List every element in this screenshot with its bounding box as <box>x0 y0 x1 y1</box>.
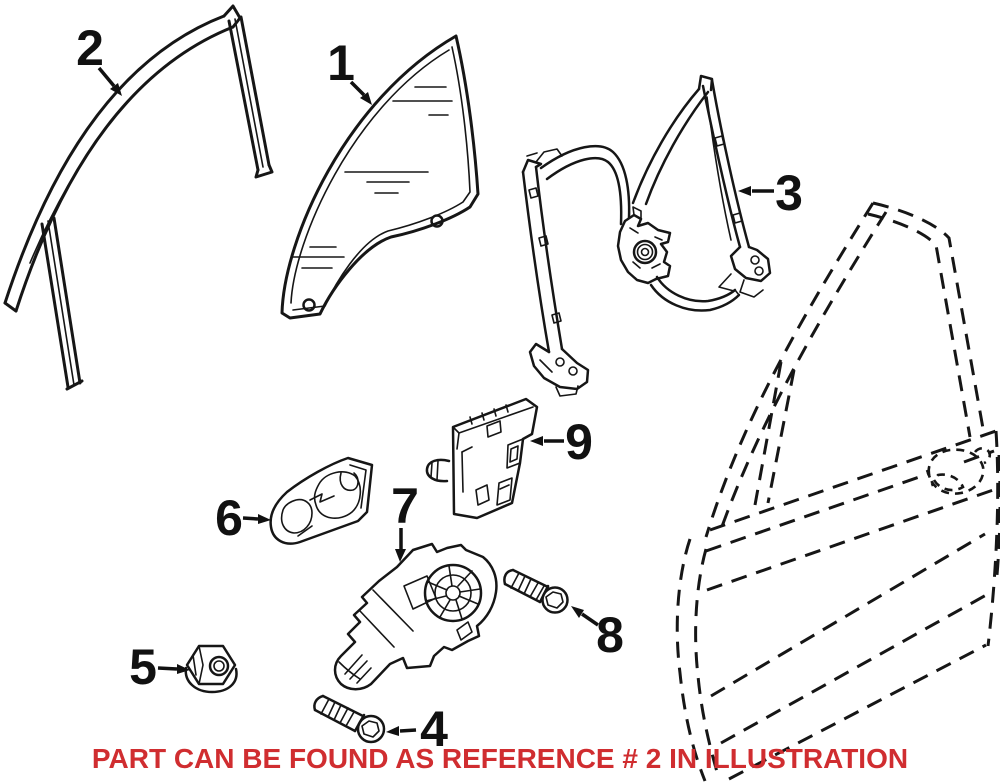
motor-brush-end-lines <box>338 654 372 684</box>
callout-4-leader <box>399 728 417 733</box>
callout-7-number: 7 <box>391 478 419 534</box>
callout-9-number: 9 <box>565 414 593 470</box>
flange-nut-drawing <box>184 644 238 694</box>
callout-5-number: 5 <box>129 639 157 695</box>
callout-9: 9 <box>530 414 593 470</box>
callout-3-arrowhead-icon <box>738 186 751 196</box>
switch-bezel-drawing <box>269 456 374 545</box>
door-handle-drawing <box>925 446 992 495</box>
callout-6-leader <box>242 516 259 521</box>
callout-8-arrowhead-icon <box>571 606 584 618</box>
screw-8-drawing <box>503 568 569 614</box>
door-glass-drawing <box>280 34 480 320</box>
callout-5-arrowhead-icon <box>177 664 190 674</box>
glass-shading-lines <box>291 86 453 269</box>
callout-6-number: 6 <box>215 490 243 546</box>
callout-8-leader <box>581 612 599 627</box>
reference-caption: PART CAN BE FOUND AS REFERENCE # 2 IN IL… <box>91 743 909 774</box>
callout-4-arrowhead-icon <box>386 726 399 736</box>
callout-2-arrowhead-icon <box>110 83 122 96</box>
callout-5-leader <box>157 666 178 671</box>
callout-2-leader <box>97 66 116 88</box>
callout-6: 6 <box>215 490 271 546</box>
callout-1-arrowhead-icon <box>360 92 372 105</box>
callout-1-number: 1 <box>327 35 355 91</box>
window-regulator-drawing <box>521 74 772 397</box>
screw-4-drawing <box>313 694 386 744</box>
callout-9-arrowhead-icon <box>530 436 543 446</box>
door-panel-drawing <box>675 201 1000 782</box>
screw-8-threads <box>510 572 545 601</box>
control-module-drawing <box>425 397 539 520</box>
callout-2: 2 <box>76 20 122 96</box>
callout-7-arrowhead-icon <box>395 549 406 562</box>
callout-1: 1 <box>327 35 372 105</box>
screw-4-threads <box>320 698 355 727</box>
callout-7: 7 <box>391 478 419 562</box>
callout-8-number: 8 <box>596 607 624 663</box>
callout-4: 4 <box>386 701 448 757</box>
callout-2-number: 2 <box>76 20 104 76</box>
callout-6-arrowhead-icon <box>258 514 271 524</box>
callout-3-number: 3 <box>775 165 803 221</box>
window-run-channel-drawing <box>3 4 274 391</box>
callout-1-leader <box>349 80 366 97</box>
callout-5: 5 <box>129 639 190 695</box>
callout-8: 8 <box>571 606 624 663</box>
callout-4-number: 4 <box>420 701 448 757</box>
window-motor-drawing <box>333 542 498 691</box>
callout-3: 3 <box>738 165 803 221</box>
